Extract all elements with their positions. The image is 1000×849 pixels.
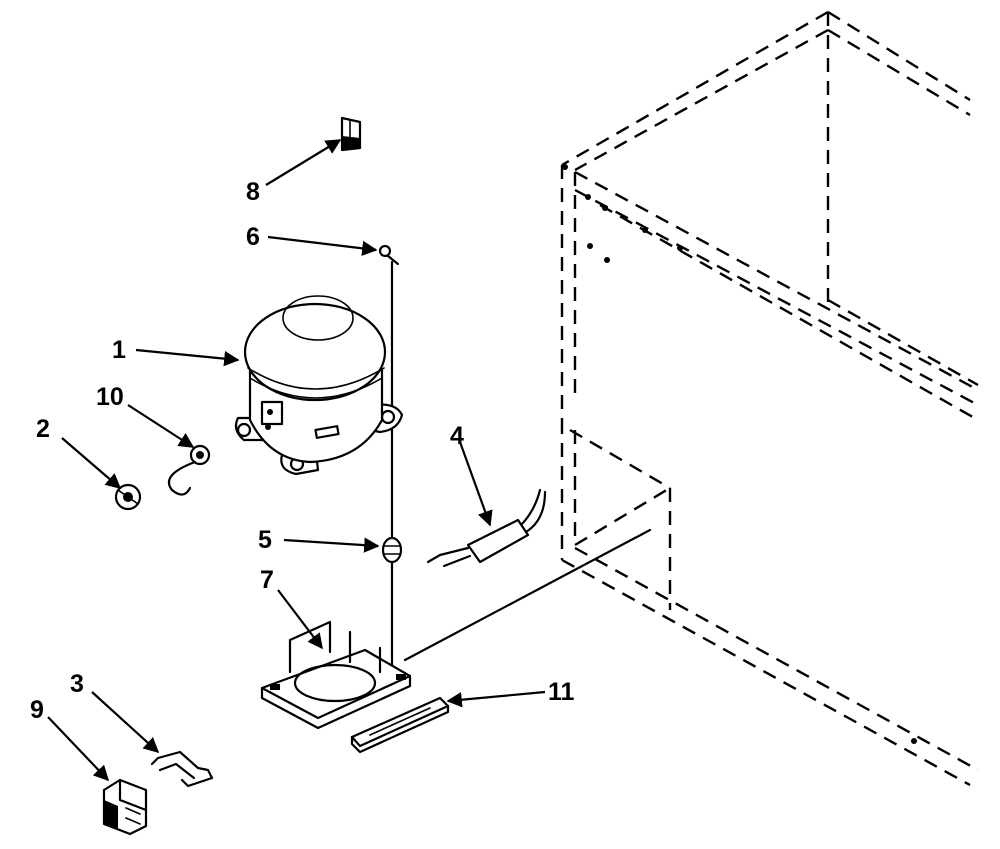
callout-5: 5	[258, 526, 272, 554]
part-7-base-pan	[260, 620, 412, 730]
callout-2: 2	[36, 415, 50, 443]
callout-3: 3	[70, 670, 84, 698]
part-1-compressor	[234, 295, 404, 476]
callout-6: 6	[246, 223, 260, 251]
callout-labels: 8 6 1 10 2 4 5 7 3 9 11	[30, 178, 575, 724]
callout-7: 7	[260, 566, 274, 594]
part-10-grommet-wire	[167, 444, 211, 496]
callout-1: 1	[112, 336, 126, 364]
cabinet-outline	[403, 10, 979, 787]
part-4-capacitor	[426, 488, 547, 568]
callout-8: 8	[246, 178, 260, 206]
part-5-grommet	[381, 536, 403, 564]
callout-11: 11	[548, 678, 575, 706]
part-9-relay	[102, 778, 148, 836]
part-2-nut	[114, 483, 142, 511]
callout-leaders	[47, 139, 546, 782]
part-8-relay-cap	[340, 116, 362, 152]
callout-9: 9	[30, 696, 44, 724]
part-6-clip	[378, 244, 400, 266]
callout-4: 4	[450, 422, 464, 450]
callout-10: 10	[96, 383, 124, 411]
part-3-bracket-clip	[150, 750, 214, 788]
